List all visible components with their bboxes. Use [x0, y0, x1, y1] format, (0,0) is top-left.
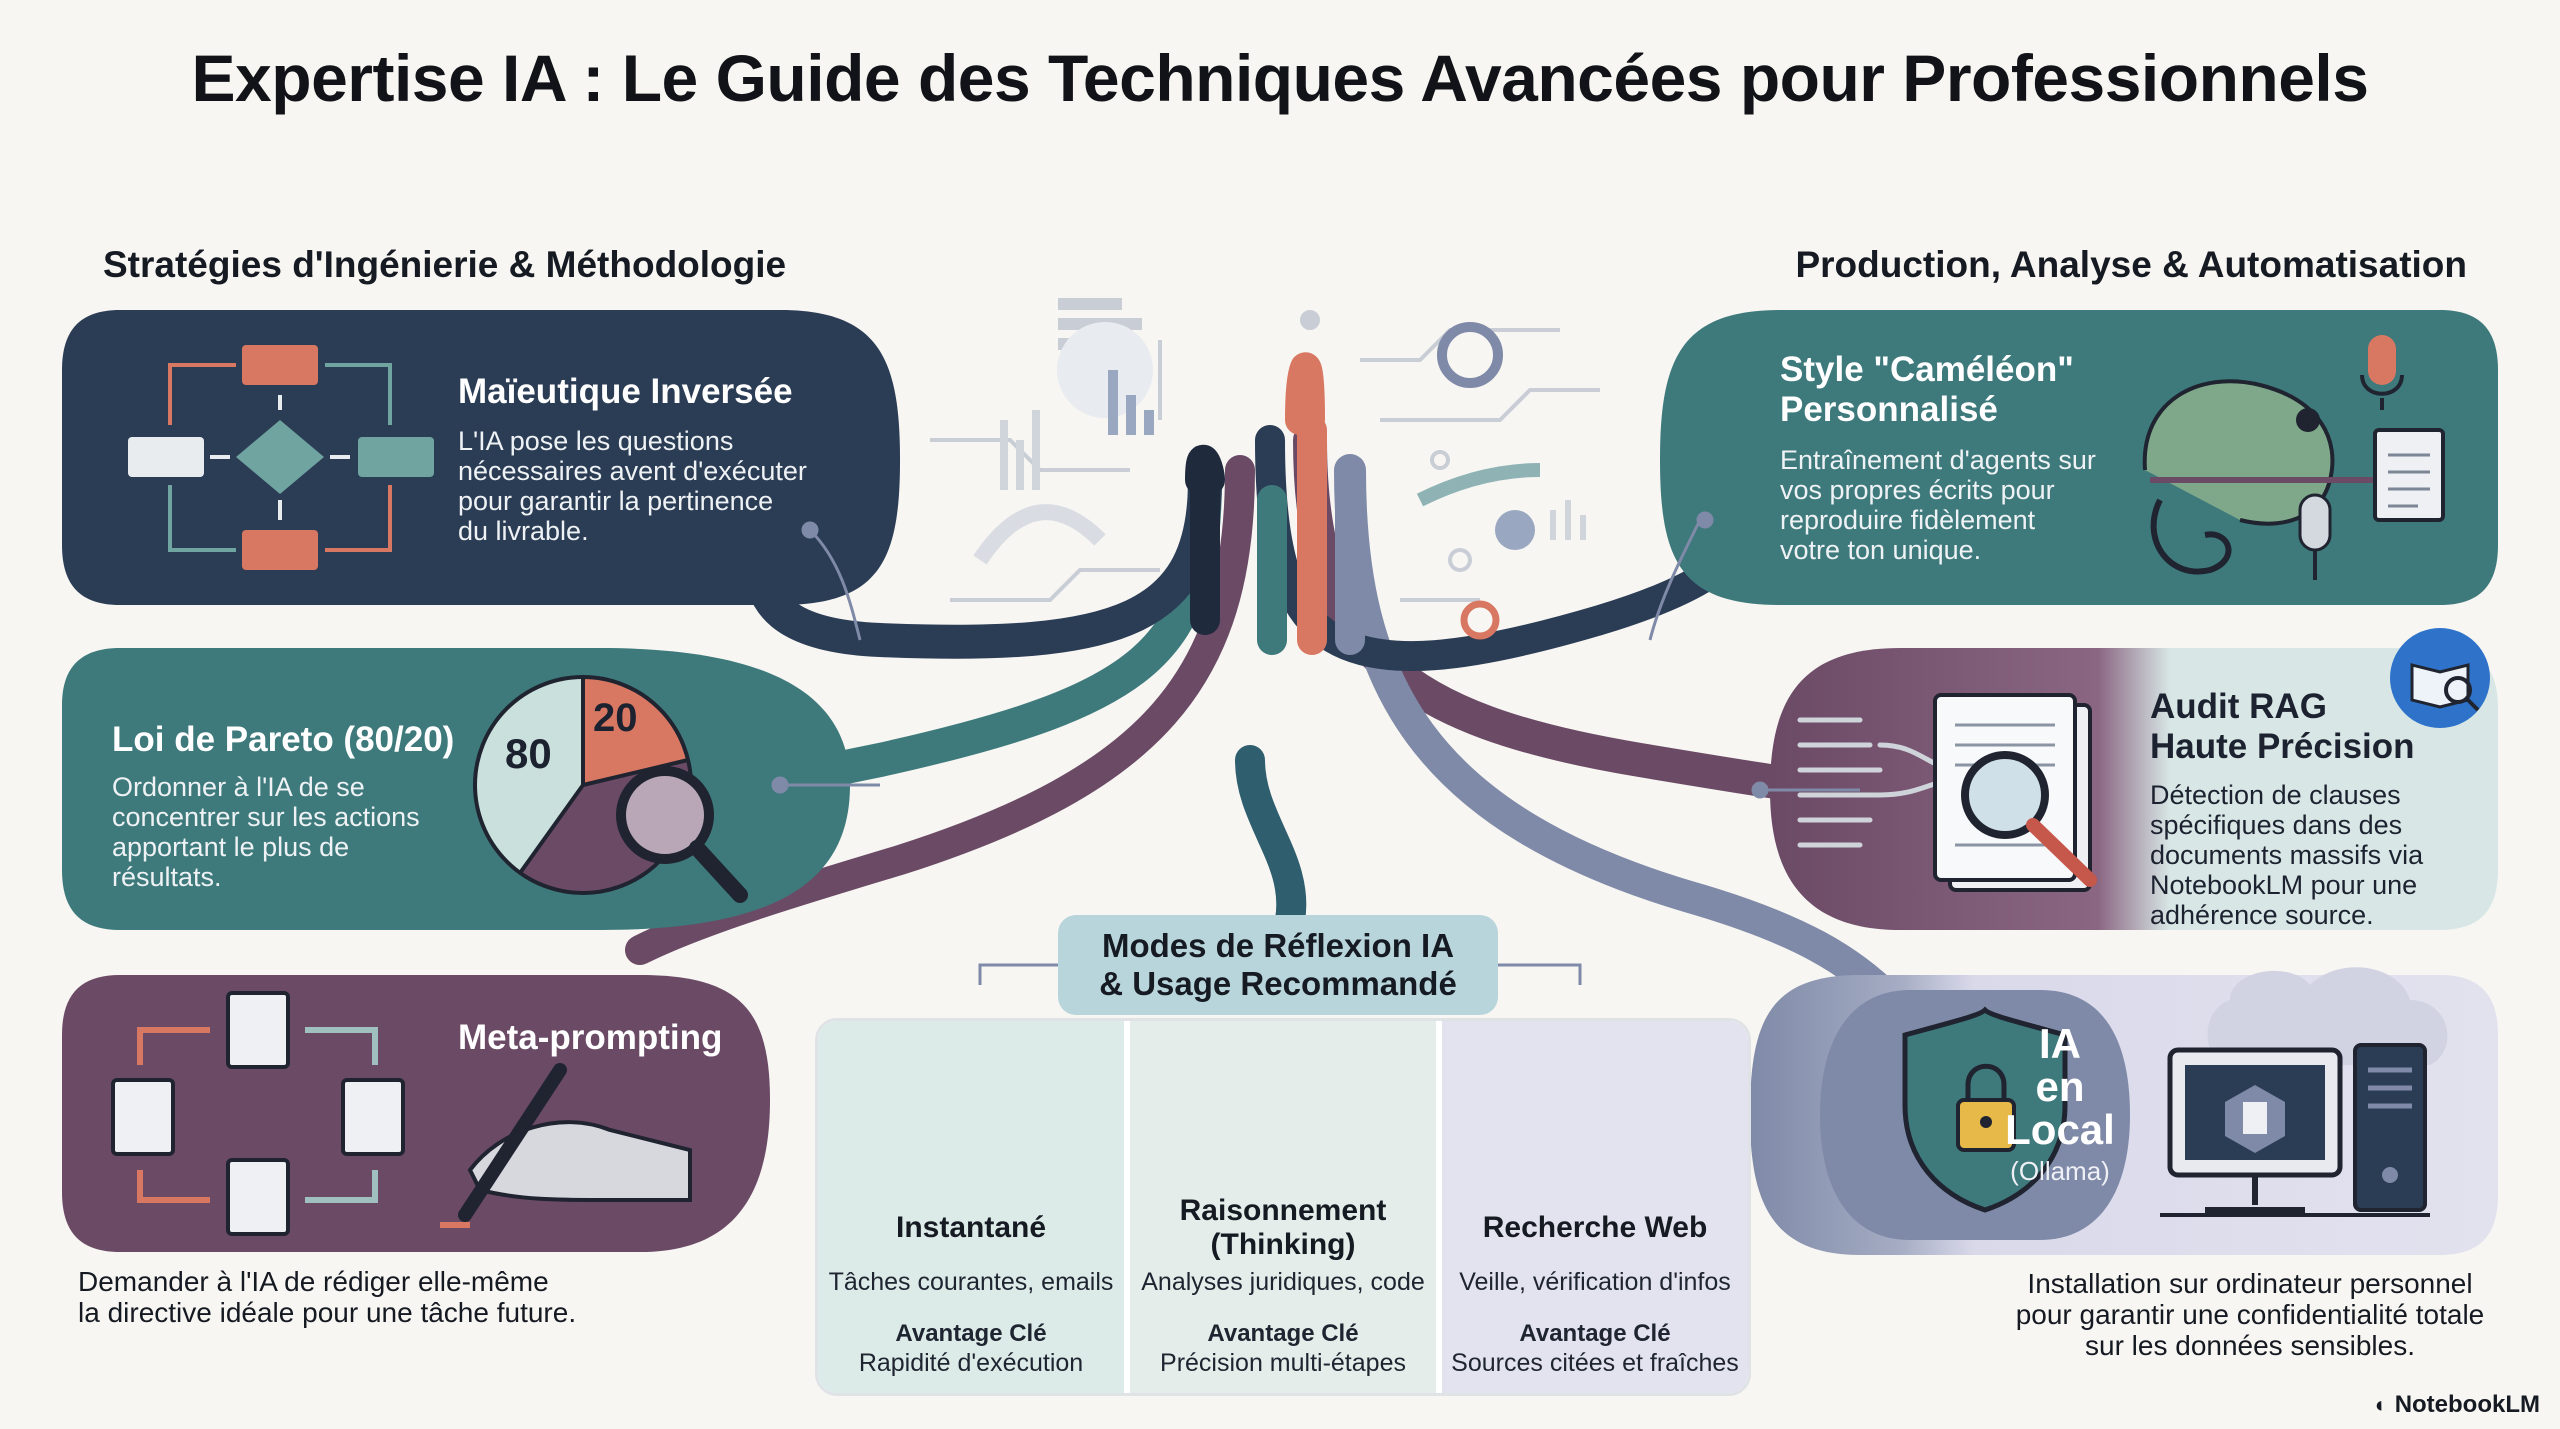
mode-instant-title: Instantané — [895, 1211, 1047, 1244]
brand-label: NotebookLM — [2394, 1391, 2540, 1418]
meta-text: Demander à l'IA de rédiger elle-même la … — [78, 1266, 577, 1328]
local-subtitle: (Ollama) — [2010, 1156, 2110, 1186]
mode-web-adv: Sources citées et fraîches — [1451, 1349, 1739, 1377]
mode-web: Recherche Web Veille, vérification d'inf… — [1442, 1021, 1748, 1393]
mode-instant: Instantané Tâches courantes, emails Avan… — [818, 1021, 1124, 1393]
document-icon — [2373, 428, 2445, 522]
section-title-left: Stratégies d'Ingénierie & Méthodologie — [103, 244, 787, 285]
document-stack-icon — [1933, 693, 2097, 892]
flowchart-icon — [128, 345, 434, 570]
pie-label-80: 80 — [505, 730, 552, 777]
shield-lock-icon — [1902, 1006, 2068, 1213]
mode-thinking-title: Raisonnement (Thinking) — [1179, 1194, 1387, 1261]
cameleon-title: Style "Caméléon" Personnalisé — [1780, 350, 2074, 429]
mode-thinking: Raisonnement (Thinking) Analyses juridiq… — [1130, 1021, 1436, 1393]
robot-hand-pen-icon — [440, 1063, 692, 1228]
mode-instant-use: Tâches courantes, emails — [828, 1268, 1114, 1296]
meta-title: Meta-prompting — [458, 1018, 723, 1057]
mode-thinking-adv: Précision multi-étapes — [1160, 1349, 1406, 1377]
section-title-right: Production, Analyse & Automatisation — [1795, 244, 2467, 285]
book-search-badge-icon — [2390, 628, 2490, 728]
magnifier-icon — [616, 766, 748, 903]
card-cameleon-shape — [1660, 310, 2498, 605]
cameleon-text: Entraînement d'agents sur vos propres éc… — [1780, 445, 2096, 565]
pareto-title: Loi de Pareto (80/20) — [112, 720, 455, 759]
microphone-icon — [2298, 335, 2404, 580]
center-bars — [1190, 415, 1365, 655]
modes-header: Modes de Réflexion IA & Usage Recommandé — [1058, 915, 1498, 1015]
mode-instant-adv: Rapidité d'exécution — [858, 1349, 1084, 1377]
tech-decoration — [930, 298, 1600, 640]
pie-label-20: 20 — [593, 696, 638, 740]
mode-thinking-adv-label: Avantage Clé — [1207, 1320, 1359, 1347]
rag-title: Audit RAG Haute Précision — [2150, 687, 2415, 766]
documents-cycle-icon — [111, 991, 405, 1236]
notebooklm-icon: ◐ — [2374, 1392, 2389, 1417]
maieutique-text: L'IA pose les questions nécessaires aven… — [458, 426, 807, 546]
mode-instant-adv-label: Avantage Clé — [895, 1320, 1047, 1347]
brand-logo: ◐ NotebookLM — [2375, 1391, 2540, 1419]
mode-web-adv-label: Avantage Clé — [1519, 1320, 1671, 1347]
chameleon-icon — [2142, 379, 2380, 575]
local-title: IA en Local — [2005, 1020, 2115, 1153]
modes-panel: Instantané Tâches courantes, emails Avan… — [815, 1018, 1751, 1396]
rag-text: Détection de clauses spécifiques dans de… — [2150, 780, 2424, 930]
mode-thinking-use: Analyses juridiques, code — [1141, 1268, 1425, 1296]
page-title: Expertise IA : Le Guide des Techniques A… — [191, 41, 2369, 115]
mode-web-title: Recherche Web — [1482, 1211, 1708, 1244]
local-text: Installation sur ordinateur personnel po… — [2015, 1268, 2485, 1361]
mode-web-use: Veille, vérification d'infos — [1459, 1268, 1731, 1296]
maieutique-title: Maïeutique Inversée — [458, 372, 793, 411]
computer-icon — [2160, 967, 2448, 1217]
pareto-text: Ordonner à l'IA de se concentrer sur les… — [112, 772, 420, 892]
